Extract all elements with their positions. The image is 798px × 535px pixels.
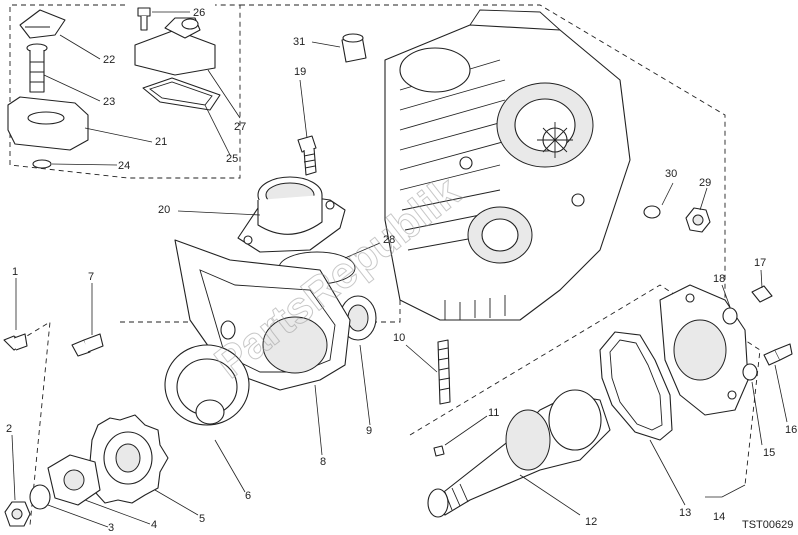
callout-11: 11 [488,407,499,419]
stud-10 [437,339,451,405]
callout-28: 28 [383,234,395,246]
callout-19: 19 [294,66,306,78]
callout-10: 10 [393,332,405,344]
callout-12: 12 [585,516,597,528]
callout-20: 20 [158,204,170,216]
screw-19 [297,135,317,153]
washer-24 [32,159,52,169]
screw-17 [751,285,773,303]
callout-22: 22 [103,54,115,66]
callout-30: 30 [665,168,677,180]
callout-5: 5 [199,513,205,525]
frame-cylinder-head [240,4,726,300]
callout-24: 24 [118,160,130,172]
gasket-25 [142,77,221,111]
callout-2: 2 [6,423,12,435]
callout-8: 8 [320,456,326,468]
callout-15: 15 [763,447,775,459]
callout-14: 14 [713,511,725,523]
intake-parts [237,33,711,341]
top-left-parts [7,7,221,169]
callout-26: 26 [193,7,205,19]
callout-31: 31 [293,36,305,48]
washer-15 [742,363,758,381]
cylinder-head [384,9,631,321]
callout-13: 13 [679,507,691,519]
callout-3: 3 [108,522,114,534]
gasket-13 [599,331,673,441]
callout-21: 21 [155,136,167,148]
callout-29: 29 [699,177,711,189]
washer-30 [643,205,661,219]
clip-22 [19,9,66,39]
callout-1: 1 [12,266,18,278]
callout-7: 7 [88,271,94,283]
callout-9: 9 [366,425,372,437]
callout-27: 27 [234,121,246,133]
callout-6: 6 [245,490,251,502]
callout-16: 16 [785,424,797,436]
washer-18 [722,307,738,325]
screw-26 [137,7,151,17]
callout-23: 23 [103,96,115,108]
callout-18: 18 [713,273,725,285]
callout-25: 25 [226,153,238,165]
key-11 [433,445,445,457]
camshaft-parts [427,284,793,518]
frame-left-gear [11,321,51,526]
callout-17: 17 [754,257,766,269]
cover-27 [134,29,216,76]
drawing-code: TST00629 [742,519,793,531]
washer-3 [29,484,51,510]
callout-4: 4 [151,519,157,531]
timing-parts [3,239,351,527]
leader-lines [11,11,788,528]
